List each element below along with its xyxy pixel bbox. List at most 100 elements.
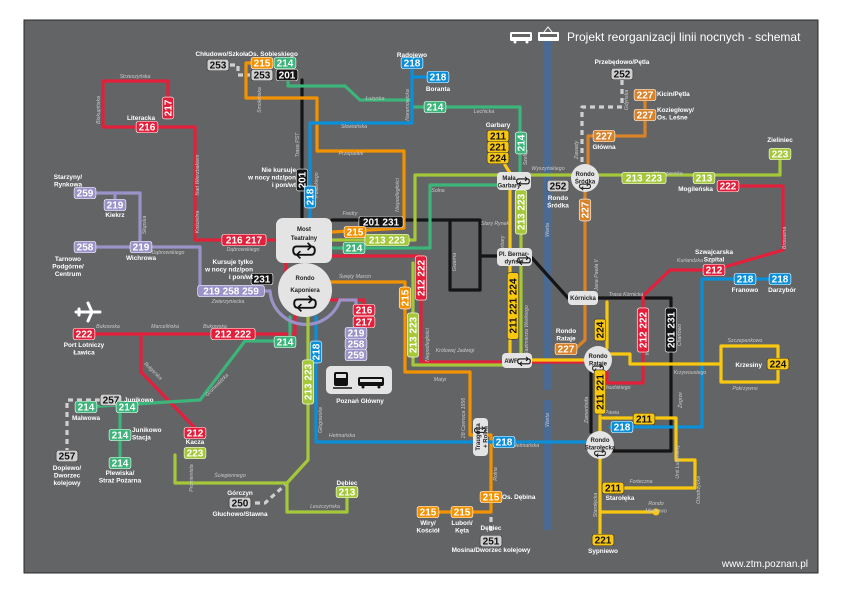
- route-badge-214[interactable]: 214: [273, 335, 297, 349]
- route-badge-218[interactable]: 218: [768, 272, 792, 286]
- route-badge-201-231[interactable]: 201 231: [664, 307, 678, 353]
- route-badge-218[interactable]: 218: [309, 340, 323, 364]
- route-badge-252[interactable]: 252: [610, 67, 634, 81]
- route-badge-218[interactable]: 218: [492, 435, 516, 449]
- route-badge-227[interactable]: 227: [633, 108, 657, 122]
- route-badge-212-222[interactable]: 212 222: [210, 327, 256, 341]
- route-badge-215[interactable]: 215: [398, 286, 412, 310]
- route-badge-224[interactable]: 224: [486, 151, 510, 165]
- hub-pl-bernardynski[interactable]: [497, 248, 532, 266]
- route-badge-259[interactable]: 259: [73, 186, 97, 200]
- hub-rondo-srodka[interactable]: [571, 164, 599, 192]
- route-badge-227[interactable]: 227: [633, 88, 657, 102]
- route-badge-214[interactable]: 214: [342, 241, 366, 255]
- route-badge-214[interactable]: 214: [115, 400, 139, 414]
- route-badge-217[interactable]: 217: [161, 96, 175, 120]
- route-badge-211[interactable]: 211: [486, 129, 510, 143]
- route-badge-214[interactable]: 214: [273, 56, 297, 70]
- route-badge-215[interactable]: 215: [450, 505, 474, 519]
- route-badge-223[interactable]: 223: [183, 446, 207, 460]
- route-badge-212[interactable]: 212: [183, 426, 207, 440]
- hub-rondo-kaponiera[interactable]: [278, 263, 332, 317]
- route-badge-218[interactable]: 218: [303, 185, 317, 209]
- route-badge-214[interactable]: 214: [108, 428, 132, 442]
- route-badge-215[interactable]: 215: [250, 56, 274, 70]
- route-badge-251[interactable]: 251: [479, 534, 503, 548]
- route-badge-213-223[interactable]: 213 223: [406, 312, 420, 358]
- route-badge-212[interactable]: 212: [702, 263, 726, 277]
- route-badge-223[interactable]: 223: [768, 147, 792, 161]
- route-badge-218[interactable]: 218: [733, 272, 757, 286]
- loop-icon: [293, 295, 317, 312]
- route-badge-221[interactable]: 221: [486, 140, 510, 154]
- route-badge-224[interactable]: 224: [593, 318, 607, 342]
- stop-label-line: w nocy ndz/pon: [247, 175, 296, 182]
- route-badge-212-222[interactable]: 212 222: [636, 307, 650, 353]
- route-badge-201[interactable]: 201: [275, 68, 299, 82]
- street-label: Starołęcka: [593, 493, 599, 518]
- route-badge-213-223[interactable]: 213 223: [514, 189, 528, 235]
- hub-traugutta-rolna[interactable]: [473, 418, 488, 456]
- route-badge-222[interactable]: 222: [72, 327, 96, 341]
- route-badge-227[interactable]: 227: [578, 198, 592, 222]
- route-badge-231[interactable]: 231: [250, 272, 274, 286]
- route-badge-214[interactable]: 214: [74, 400, 98, 414]
- stop-label-line: Rondo: [576, 172, 595, 178]
- route-badge-258[interactable]: 258: [73, 240, 97, 254]
- route-badge-219[interactable]: 219: [344, 326, 368, 340]
- street-label: Szczepankowo: [728, 338, 763, 344]
- hub-rondo-staroleka[interactable]: [586, 431, 614, 459]
- route-badge-211-221-224[interactable]: 211 221 224: [506, 272, 520, 340]
- route-badge-217[interactable]: 217: [352, 315, 376, 329]
- route-badge-215[interactable]: 215: [416, 505, 440, 519]
- route-badge-253[interactable]: 253: [250, 68, 274, 82]
- stop-label: Franowo: [732, 287, 759, 294]
- route-badge-213-223[interactable]: 213 223: [301, 359, 315, 405]
- route-badge-216[interactable]: 216: [352, 303, 376, 317]
- route-badge-221[interactable]: 221: [591, 533, 615, 547]
- hub-kornicka[interactable]: [568, 291, 598, 305]
- route-badge-label: 214: [277, 338, 294, 349]
- route-badge-218[interactable]: 218: [400, 56, 424, 70]
- route-badge-218[interactable]: 218: [426, 70, 450, 84]
- route-badge-216-217[interactable]: 216 217: [221, 233, 267, 247]
- line-219-259: [83, 191, 142, 249]
- route-badge-211-221[interactable]: 211 221: [593, 369, 607, 415]
- route-badge-219[interactable]: 219: [129, 240, 153, 254]
- route-badge-224[interactable]: 224: [766, 357, 790, 371]
- route-badge-250[interactable]: 250: [228, 496, 252, 510]
- route-badge-218[interactable]: 218: [610, 420, 634, 434]
- route-badge-214[interactable]: 214: [423, 100, 447, 114]
- route-badge-222[interactable]: 222: [716, 179, 740, 193]
- route-badge-214[interactable]: 214: [514, 131, 528, 155]
- hub-rondo-rataje[interactable]: [584, 346, 612, 374]
- route-badge-219-258-259[interactable]: 219 258 259: [197, 284, 265, 298]
- footer-url[interactable]: www.ztm.poznan.pl: [721, 559, 808, 570]
- route-badge-201[interactable]: 201: [295, 168, 309, 192]
- street-label: Kurlandzka: [677, 258, 703, 264]
- route-badge-219[interactable]: 219: [103, 198, 127, 212]
- route-badge-215[interactable]: 215: [479, 490, 503, 504]
- route-badge-211[interactable]: 211: [601, 481, 625, 495]
- route-badge-211[interactable]: 211: [632, 412, 656, 426]
- route-badge-213-223[interactable]: 213 223: [621, 171, 667, 185]
- route-badge-227[interactable]: 227: [592, 129, 616, 143]
- route-badge-201-231[interactable]: 201 231: [358, 215, 404, 229]
- route-badge-212-222[interactable]: 212 222: [414, 255, 428, 301]
- route-badge-213[interactable]: 213: [335, 485, 359, 499]
- hub-mala-garbary[interactable]: [497, 172, 531, 190]
- route-badge-258[interactable]: 258: [344, 337, 368, 351]
- route-badge-label: 218: [306, 188, 317, 205]
- route-badge-214[interactable]: 214: [108, 456, 132, 470]
- hub-most-teatralny[interactable]: [276, 218, 332, 263]
- route-badge-259[interactable]: 259: [344, 348, 368, 362]
- route-badge-213[interactable]: 213: [692, 171, 716, 185]
- route-badge-227[interactable]: 227: [554, 342, 578, 356]
- route-badge-253[interactable]: 253: [206, 58, 230, 72]
- route-badge-label: 213: [696, 174, 713, 185]
- route-badge-215[interactable]: 215: [343, 225, 367, 239]
- route-badge-216[interactable]: 216: [135, 120, 159, 134]
- route-badge-213-223[interactable]: 213 223: [364, 233, 410, 247]
- route-badge-252[interactable]: 252: [546, 179, 570, 193]
- route-badge-257[interactable]: 257: [55, 449, 79, 463]
